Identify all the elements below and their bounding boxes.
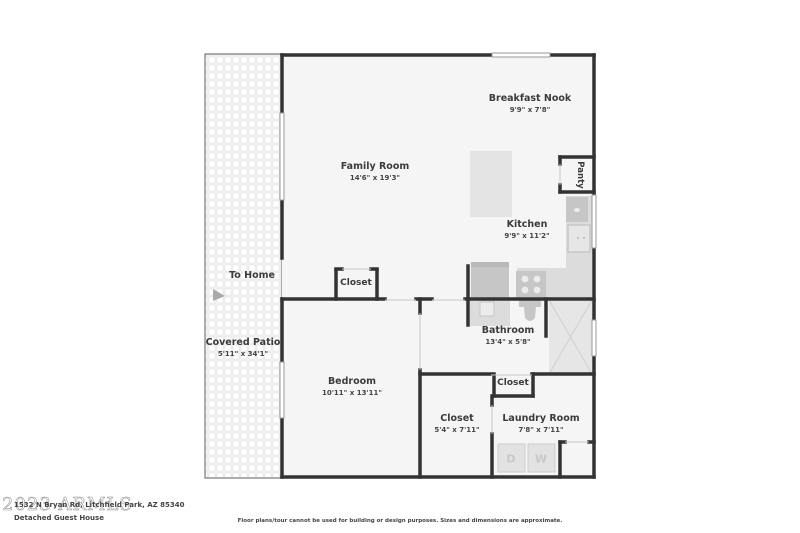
washer-label: W [534, 452, 548, 466]
room-name: Bedroom [327, 376, 377, 387]
room-dimensions: 10'11" x 13'11" [322, 389, 382, 397]
to-home-arrow-icon [213, 289, 225, 301]
property-subtitle: Detached Guest House [14, 514, 104, 522]
room-dimensions: 14'6" x 19'3" [349, 174, 401, 182]
closet-label-laundry: Closet [497, 378, 529, 388]
toilet-icon [519, 299, 541, 321]
room-dimensions: 5'4" x 7'11" [434, 426, 480, 434]
room-label-kitchen: Kitchen 9'9" x 11'2" [504, 219, 549, 240]
room-name: Closet [440, 413, 474, 424]
room-name: Laundry Room [502, 413, 580, 424]
shower-icon [548, 299, 593, 375]
bathroom-vanity-icon [470, 299, 510, 326]
closet-label-family: Closet [340, 278, 372, 288]
interior-floor [282, 54, 595, 478]
room-label-walk-in-closet: Closet 5'4" x 7'11" [434, 413, 479, 434]
dryer-label: D [506, 452, 516, 466]
covered-patio-area [204, 53, 283, 479]
room-name: Bathroom [481, 325, 535, 336]
watermark: 2023 ARMLS [2, 494, 133, 516]
pantry-label: Panty [575, 161, 585, 189]
room-label-laundry-room: Laundry Room 7'8" x 7'11" [502, 413, 579, 434]
room-name: Breakfast Nook [488, 93, 572, 104]
door-openings [342, 164, 589, 443]
disclaimer: Floor plans/tour cannot be used for buil… [237, 518, 563, 524]
room-label-breakfast-nook: Breakfast Nook 9'9" x 7'8" [489, 93, 571, 114]
refrigerator-top [471, 262, 509, 267]
room-label-bedroom: Bedroom 10'11" x 13'11" [322, 376, 382, 397]
walls [280, 53, 596, 479]
room-label-bathroom: Bathroom 13'4" x 5'8" [482, 325, 535, 346]
windows [279, 52, 597, 419]
room-label-family-room: Family Room 14'6" x 19'3" [341, 161, 410, 182]
refrigerator [471, 262, 509, 298]
dryer-icon [497, 443, 526, 473]
room-dimensions: 5'11" x 34'1" [217, 350, 269, 358]
room-name: Family Room [340, 161, 410, 172]
room-dimensions: 7'8" x 7'11" [518, 426, 564, 434]
property-address: 1532 N Bryan Rd, Litchfield Park, AZ 853… [14, 501, 185, 509]
room-name: Kitchen [506, 219, 548, 230]
room-name: Covered Patio [205, 337, 281, 348]
room-dimensions: 13'4" x 5'8" [485, 338, 531, 346]
washer-icon [527, 443, 556, 473]
room-dimensions: 9'9" x 7'8" [509, 106, 551, 114]
room-label-covered-patio: Covered Patio 5'11" x 34'1" [206, 337, 281, 358]
to-home-label: To Home [229, 270, 275, 281]
kitchen-sink-icon [567, 224, 591, 253]
kitchen-island [470, 151, 512, 217]
stove-icon [516, 271, 546, 297]
kitchen-appliance-icon [566, 197, 588, 222]
room-dimensions: 9'9" x 11'2" [504, 232, 550, 240]
